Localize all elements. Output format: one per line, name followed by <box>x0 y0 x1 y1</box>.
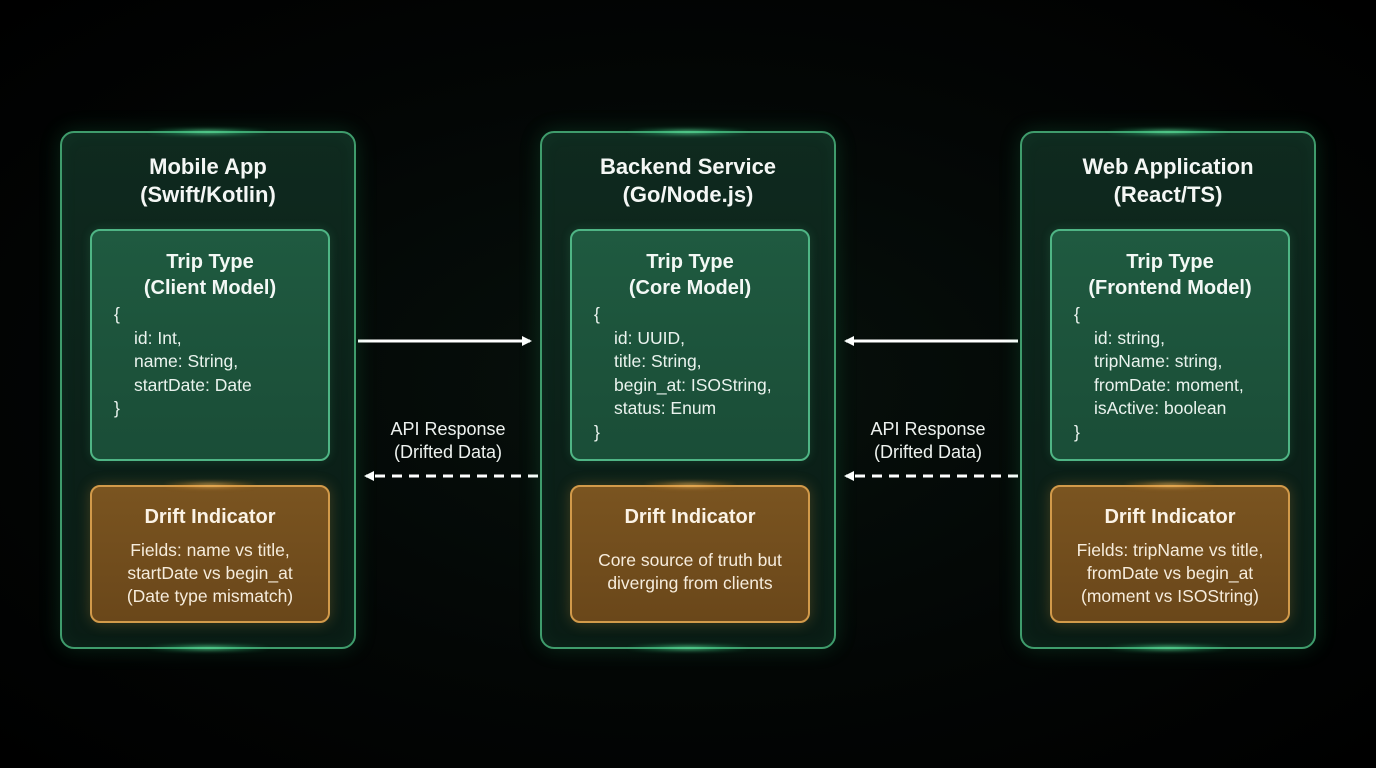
code-open-brace: { <box>594 304 600 324</box>
column-title: Web Application (React/TS) <box>1022 153 1314 209</box>
model-code: { id: Int, name: String, startDate: Date… <box>114 303 322 421</box>
code-open-brace: { <box>1074 304 1080 324</box>
flow-label-line2: (Drifted Data) <box>873 442 983 462</box>
column-title: Mobile App (Swift/Kotlin) <box>62 153 354 209</box>
flow-label-line1: API Response <box>870 419 986 439</box>
drift-line: Fields: name vs title, <box>130 540 290 560</box>
code-field: status: Enum <box>614 398 717 418</box>
mobile-app-column: Mobile App (Swift/Kotlin) Trip Type (Cli… <box>60 131 356 649</box>
code-field: id: string, <box>1094 327 1165 348</box>
trip-type-model-box: Trip Type (Core Model) { id: UUID, title… <box>570 229 810 461</box>
flow-label-left: API Response (Drifted Data) <box>373 418 523 464</box>
code-field: id: Int, <box>134 327 182 348</box>
model-title: Trip Type (Frontend Model) <box>1052 249 1288 301</box>
code-field: title: String, <box>614 351 702 371</box>
drift-line: fromDate vs begin_at <box>1086 563 1254 583</box>
model-title-line2: (Frontend Model) <box>1088 277 1252 299</box>
drift-text: Fields: name vs title, startDate vs begi… <box>96 539 324 608</box>
code-close-brace: } <box>594 421 600 442</box>
column-title-line2: (Go/Node.js) <box>622 182 754 207</box>
model-title-line2: (Core Model) <box>628 277 752 299</box>
code-field: begin_at: ISOString, <box>614 374 772 395</box>
code-open-brace: { <box>114 304 120 324</box>
model-code: { id: string, tripName: string, fromDate… <box>1074 303 1282 444</box>
drift-title: Drift Indicator <box>144 506 276 528</box>
column-title: Backend Service (Go/Node.js) <box>542 153 834 209</box>
drift-text: Fields: tripName vs title, fromDate vs b… <box>1056 539 1284 608</box>
model-code: { id: UUID, title: String, begin_at: ISO… <box>594 303 802 444</box>
model-title: Trip Type (Core Model) <box>572 249 808 301</box>
drift-title: Drift Indicator <box>624 506 756 528</box>
backend-service-column: Backend Service (Go/Node.js) Trip Type (… <box>540 131 836 649</box>
model-title-line1: Trip Type <box>1126 251 1214 273</box>
code-close-brace: } <box>1074 421 1080 442</box>
drift-line: Fields: tripName vs title, <box>1076 540 1264 560</box>
trip-type-model-box: Trip Type (Frontend Model) { id: string,… <box>1050 229 1290 461</box>
drift-line: diverging from clients <box>607 573 773 593</box>
code-field: id: UUID, <box>614 327 685 348</box>
code-field: name: String, <box>134 351 239 371</box>
drift-title: Drift Indicator <box>1104 506 1236 528</box>
flow-label-line1: API Response <box>390 419 506 439</box>
drift-line: startDate vs begin_at <box>127 563 293 583</box>
code-field: startDate: Date <box>134 374 252 395</box>
drift-line: (Date type mismatch) <box>126 586 294 606</box>
column-title-line1: Mobile App <box>149 154 267 179</box>
drift-text: Core source of truth but diverging from … <box>576 549 804 595</box>
column-title-line2: (React/TS) <box>1113 182 1223 207</box>
web-application-column: Web Application (React/TS) Trip Type (Fr… <box>1020 131 1316 649</box>
flow-label-line2: (Drifted Data) <box>393 442 503 462</box>
trip-type-model-box: Trip Type (Client Model) { id: Int, name… <box>90 229 330 461</box>
drift-indicator-box: Drift Indicator Core source of truth but… <box>570 485 810 623</box>
code-field: isActive: boolean <box>1094 398 1227 418</box>
column-title-line2: (Swift/Kotlin) <box>140 182 276 207</box>
drift-line: Core source of truth but <box>598 550 782 570</box>
column-title-line1: Web Application <box>1082 154 1254 179</box>
drift-indicator-box: Drift Indicator Fields: tripName vs titl… <box>1050 485 1290 623</box>
model-title-line2: (Client Model) <box>143 277 277 299</box>
model-title-line1: Trip Type <box>166 251 254 273</box>
code-close-brace: } <box>114 398 120 418</box>
model-title-line1: Trip Type <box>646 251 734 273</box>
code-field: tripName: string, <box>1094 351 1223 371</box>
model-title: Trip Type (Client Model) <box>92 249 328 301</box>
drift-line: (moment vs ISOString) <box>1081 586 1259 606</box>
column-title-line1: Backend Service <box>599 154 777 179</box>
code-field: fromDate: moment, <box>1094 374 1244 395</box>
flow-label-right: API Response (Drifted Data) <box>853 418 1003 464</box>
drift-indicator-box: Drift Indicator Fields: name vs title, s… <box>90 485 330 623</box>
